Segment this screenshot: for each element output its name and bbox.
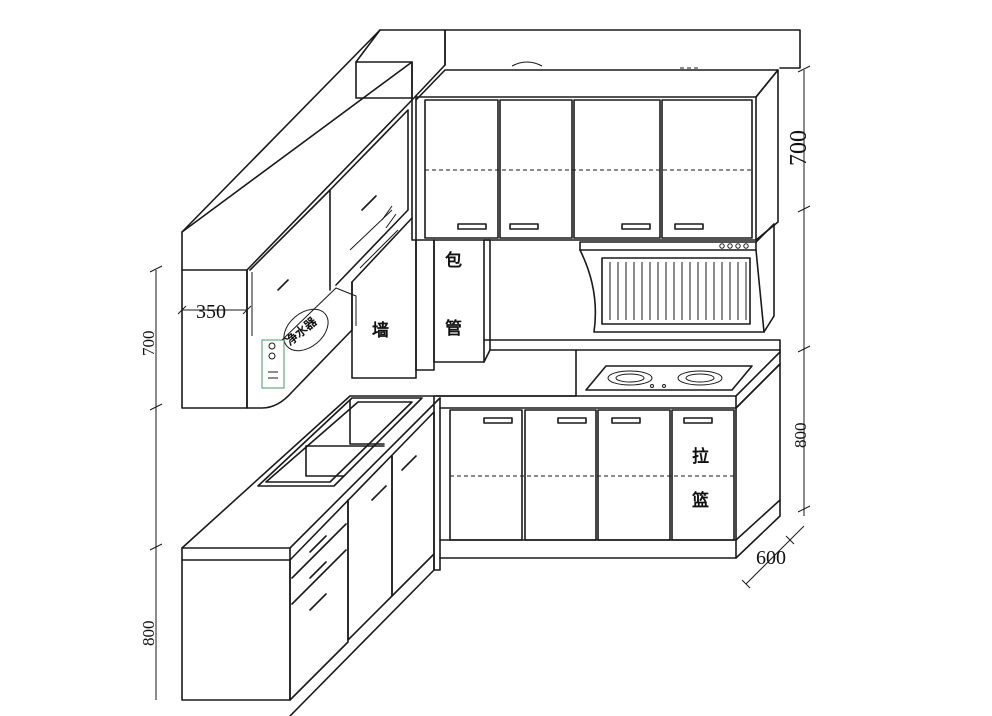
left-lower-cabinets [181,411,441,716]
right-lower-cabinets [439,363,781,559]
sink [257,397,423,487]
left-counter [181,395,441,561]
purifier-oval [283,308,329,352]
right-counter [433,349,781,409]
drawer-label-1: 拉 [692,446,709,467]
wall-label: 墙 [372,320,389,341]
dim-700-right: 700 [786,130,812,166]
hood-grill [609,262,747,320]
dim-600: 600 [756,547,786,569]
right-upper-cabinets [415,69,779,241]
cooktop [585,365,753,391]
dim-350: 350 [196,301,226,323]
water-purifier-label: 净水器 [282,313,320,348]
range-hood [579,223,775,333]
pipe-cover-label-1: 包 [445,250,462,271]
dim-800-left: 800 [139,621,158,647]
dim-700-left: 700 [139,331,158,357]
backsplash-line [483,339,781,353]
pipe-cover [433,239,491,363]
ceiling-bulkhead [181,29,801,271]
wall-block [351,217,435,379]
pipe-cover-label-2: 管 [445,318,462,339]
dim-800-right: 800 [791,423,810,449]
dimension-lines [149,65,811,700]
purifier-device [261,339,285,389]
drawer-label-2: 篮 [691,490,709,511]
